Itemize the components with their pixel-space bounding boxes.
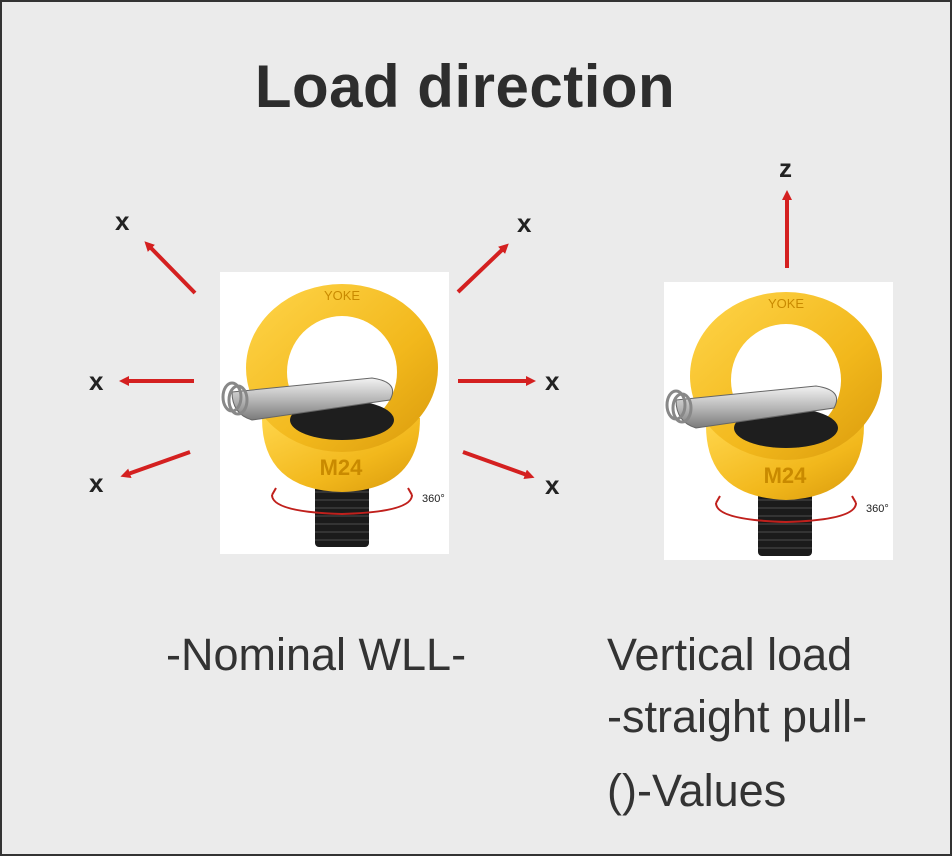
caption-nominal-wll: -Nominal WLL- xyxy=(166,629,467,680)
label-x-right: x xyxy=(545,366,560,396)
right-rotation-label: 360° xyxy=(866,503,889,515)
caption-straight-pull: -straight pull- xyxy=(607,691,868,742)
left-eyebolt-marking: YOKE xyxy=(324,288,360,303)
label-x-left: x xyxy=(89,366,104,396)
diagram-title: Load direction xyxy=(254,53,676,120)
left-eyebolt-icon: YOKE M24 360° xyxy=(221,284,445,547)
arrow-lower-left xyxy=(120,450,191,479)
label-x-lower-right: x xyxy=(545,470,560,500)
label-z: z xyxy=(779,153,792,183)
caption-values: ()-Values xyxy=(607,765,787,816)
caption-vertical-load: Vertical load xyxy=(607,629,853,680)
label-x-lower-left: x xyxy=(89,468,104,498)
left-rotation-label: 360° xyxy=(422,493,445,505)
right-eyebolt-marking: YOKE xyxy=(768,296,804,311)
arrow-lower-right xyxy=(462,450,535,480)
right-eyebolt-icon: YOKE M24 360° xyxy=(665,292,889,556)
arrow-upper-left xyxy=(144,241,197,295)
label-x-upper-right: x xyxy=(517,208,532,238)
arrow-upper-right xyxy=(456,243,509,294)
left-eyebolt-size: M24 xyxy=(320,455,364,480)
label-x-upper-left: x xyxy=(115,206,130,236)
right-eyebolt-size: M24 xyxy=(764,463,808,488)
